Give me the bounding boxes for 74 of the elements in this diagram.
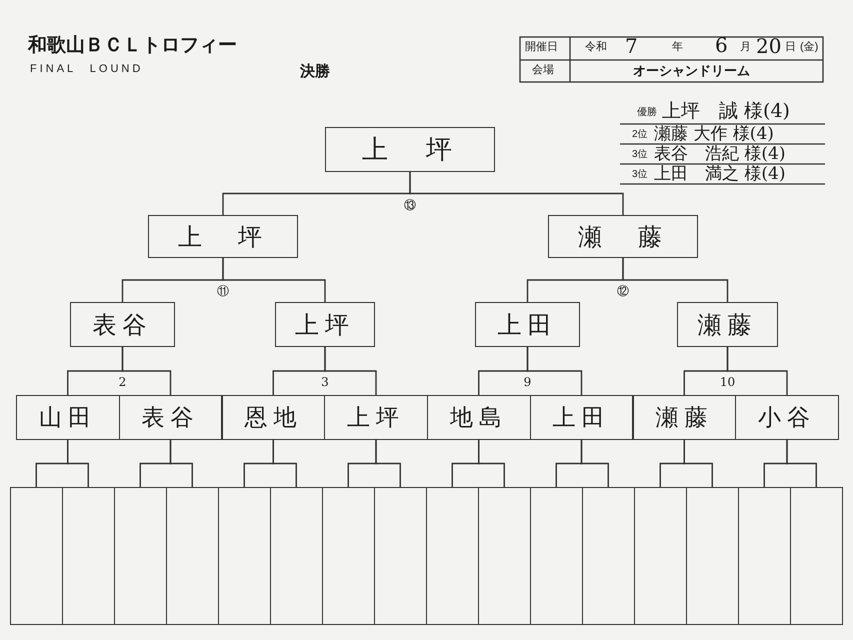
match-number: 9: [522, 376, 534, 388]
empty-box: [270, 487, 322, 625]
name-box: 上坪: [324, 395, 428, 440]
name-box: 地島: [427, 395, 530, 440]
empty-box: [478, 487, 530, 625]
name-box: 上田: [530, 395, 634, 440]
rank-label: 2位: [632, 130, 648, 140]
empty-box: [374, 487, 426, 625]
field-label: 令和: [585, 42, 607, 53]
empty-box: [530, 487, 582, 625]
match-number: ⑬: [402, 198, 418, 210]
field-label: 会場: [532, 65, 554, 76]
field-label: (金): [800, 42, 818, 53]
rank-label: 3位: [632, 170, 648, 180]
bracket-line: [726, 347, 788, 395]
bracket-line: [122, 347, 172, 395]
empty-box: [426, 487, 478, 625]
empty-box: [738, 487, 790, 625]
field-label: 年: [672, 42, 683, 53]
empty-box: [166, 487, 218, 625]
name-box: 瀬 藤: [548, 215, 698, 258]
handwritten-value: 20: [756, 36, 782, 56]
empty-box: [634, 487, 686, 625]
field-label: 日: [785, 42, 796, 53]
bracket-line: [409, 172, 624, 215]
bracket-line: [526, 347, 582, 395]
empty-box: [62, 487, 114, 625]
empty-box: [114, 487, 166, 625]
field-label: 開催日: [525, 42, 558, 53]
bracket-line: [375, 440, 401, 487]
name-box: 表谷: [118, 395, 222, 440]
match-number: ⑪: [215, 285, 231, 297]
match-number: 3: [319, 376, 331, 388]
bracket-line: [580, 440, 609, 487]
bracket-line: [786, 440, 817, 487]
bracket-line: [324, 347, 377, 395]
empty-box: [790, 487, 842, 625]
name-box: 瀬藤: [677, 302, 778, 347]
name-box: 上 坪: [148, 215, 298, 258]
winner-name: 上坪 誠 様(4): [662, 102, 790, 121]
name-box: 恩地: [222, 395, 325, 440]
empty-box: [582, 487, 634, 625]
match-number: ⑫: [615, 285, 631, 297]
venue-name: オーシャンドリーム: [633, 64, 750, 77]
bracket-line: [684, 440, 713, 487]
rank-label: 3位: [632, 150, 648, 160]
winner-name: 表谷 浩紀 様(4): [654, 146, 786, 163]
title: 和歌山ＢＣＬトロフィー: [28, 36, 237, 55]
field-label: 月: [740, 42, 751, 53]
empty-box: [218, 487, 270, 625]
bracket-line: [272, 440, 297, 487]
bracket-line: [622, 258, 728, 302]
winner-name: 上田 満之 様(4): [654, 166, 786, 183]
name-box: 上坪: [275, 302, 375, 347]
handwritten-value: 6: [715, 35, 728, 55]
bracket-line: [478, 440, 505, 487]
name-box: 上 坪: [325, 127, 495, 172]
bracket-line: [222, 258, 326, 302]
name-box: 瀬藤: [632, 395, 736, 440]
match-number: 2: [116, 376, 128, 388]
empty-box: [322, 487, 374, 625]
winner-name: 瀬藤 大作 様(4): [654, 126, 774, 143]
handwritten-value: 7: [625, 36, 638, 56]
heading: 決勝: [300, 64, 330, 79]
bracket-line: [67, 440, 89, 487]
empty-box: [686, 487, 738, 625]
empty-box: [10, 487, 62, 625]
name-box: 小谷: [735, 395, 839, 440]
name-box: 山田: [16, 395, 120, 440]
subtitle: FINAL LOUND: [30, 64, 144, 75]
name-box: 上田: [475, 302, 580, 347]
rank-label: 優勝: [637, 108, 657, 118]
bracket-line: [170, 440, 193, 487]
name-box: 表谷: [70, 302, 175, 347]
